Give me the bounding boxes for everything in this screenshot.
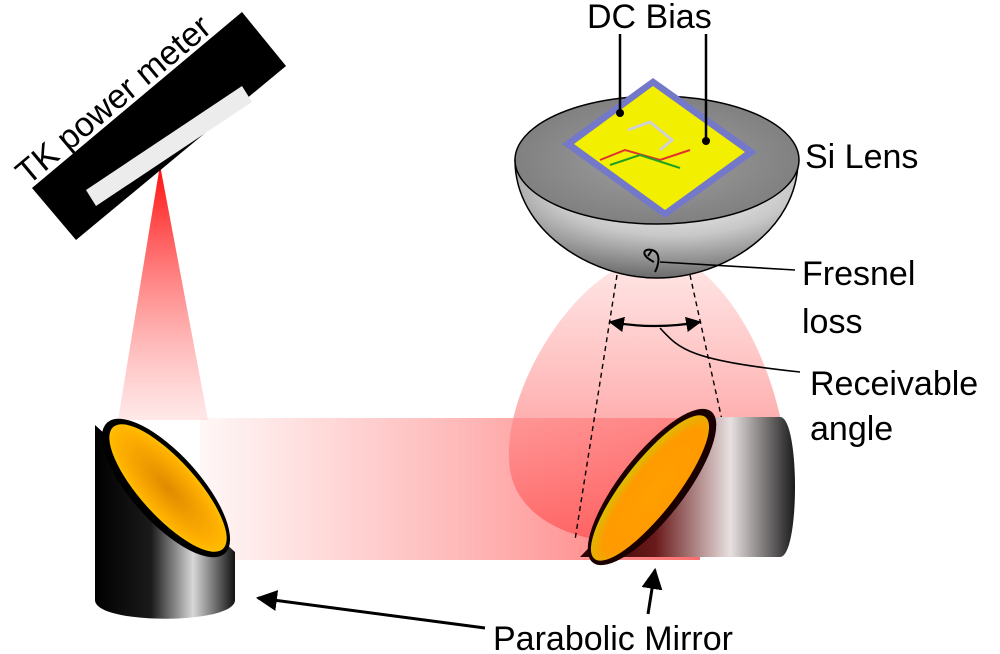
- tk-power-meter: [32, 12, 286, 240]
- label-angle: angle: [810, 410, 893, 448]
- mirror-arrow-right: [641, 567, 663, 615]
- si-lens: [514, 78, 800, 279]
- receivable-angle-arrow: [608, 316, 702, 333]
- left-parabolic-mirror: [95, 418, 235, 619]
- label-fresnel: Fresnel: [802, 255, 915, 293]
- label-si-lens: Si Lens: [805, 138, 918, 176]
- label-loss: loss: [802, 303, 862, 341]
- label-dc-bias: DC Bias: [587, 0, 712, 36]
- vertical-beam: [118, 165, 208, 420]
- antenna-chip: [574, 86, 745, 210]
- right-parabolic-mirror: [580, 408, 795, 566]
- label-receivable: Receivable: [810, 365, 978, 403]
- acceptance-line-right: [689, 274, 723, 421]
- label-parabolic-mirror: Parabolic Mirror: [493, 620, 733, 654]
- fresnel-leader: [659, 261, 796, 271]
- receivable-leader: [659, 327, 801, 373]
- mirror-arrow-left: [255, 590, 486, 630]
